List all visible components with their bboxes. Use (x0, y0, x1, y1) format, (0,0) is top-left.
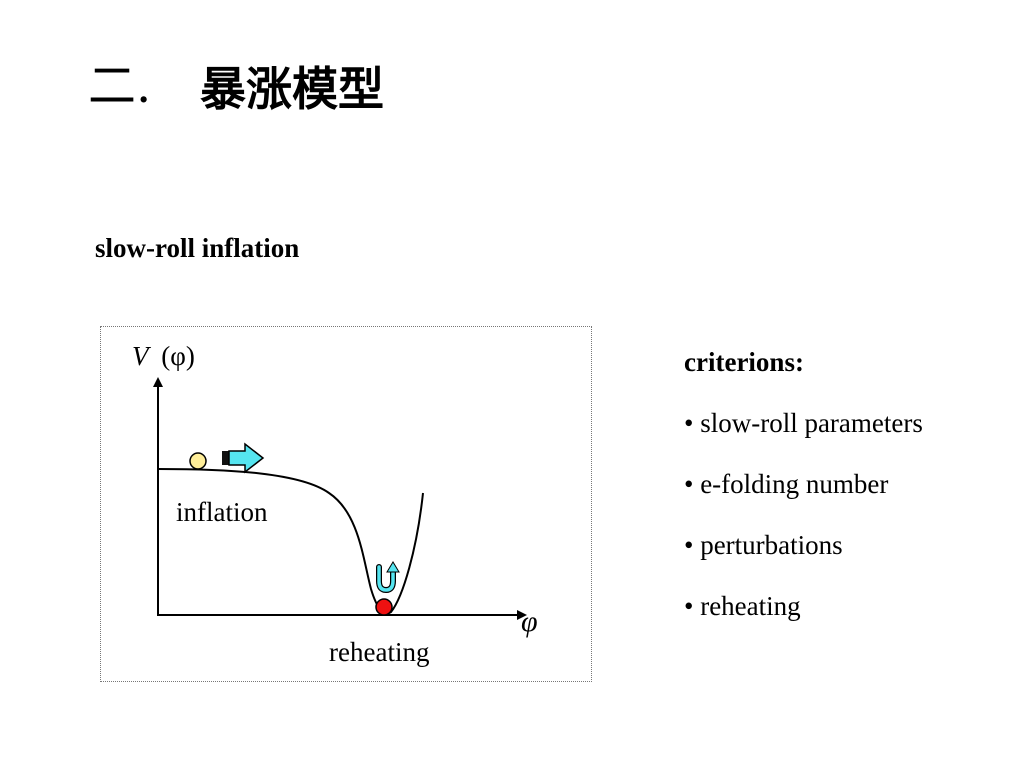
criteria-item: • slow-roll parameters (684, 408, 923, 438)
slide-title: 暴涨模型 (200, 62, 384, 116)
roll-direction-arrow-icon (222, 442, 265, 474)
criteria-item: • e-folding number (684, 469, 889, 499)
criteria-item: • perturbations (684, 530, 843, 560)
slide-title-number: 二. (88, 58, 152, 114)
criteria-item: • reheating (684, 591, 801, 621)
subtitle: slow-roll inflation (95, 233, 300, 263)
reheating-ball (375, 598, 393, 616)
y-axis-label: V (φ) (132, 341, 195, 371)
inflation-ball (189, 452, 207, 470)
inflation-label: inflation (176, 497, 268, 527)
oscillation-arrow-icon (376, 561, 400, 594)
potential-diagram-svg: V (φ) φ inflation reheating (132, 341, 538, 667)
criteria-list: criterions: • slow-roll parameters • e-f… (684, 332, 923, 637)
potential-curve (157, 468, 424, 615)
reheating-label: reheating (329, 637, 429, 667)
potential-diagram: V (φ) φ inflation reheating (100, 326, 592, 682)
criteria-heading: criterions: (684, 347, 804, 377)
x-axis-label: φ (521, 605, 538, 638)
